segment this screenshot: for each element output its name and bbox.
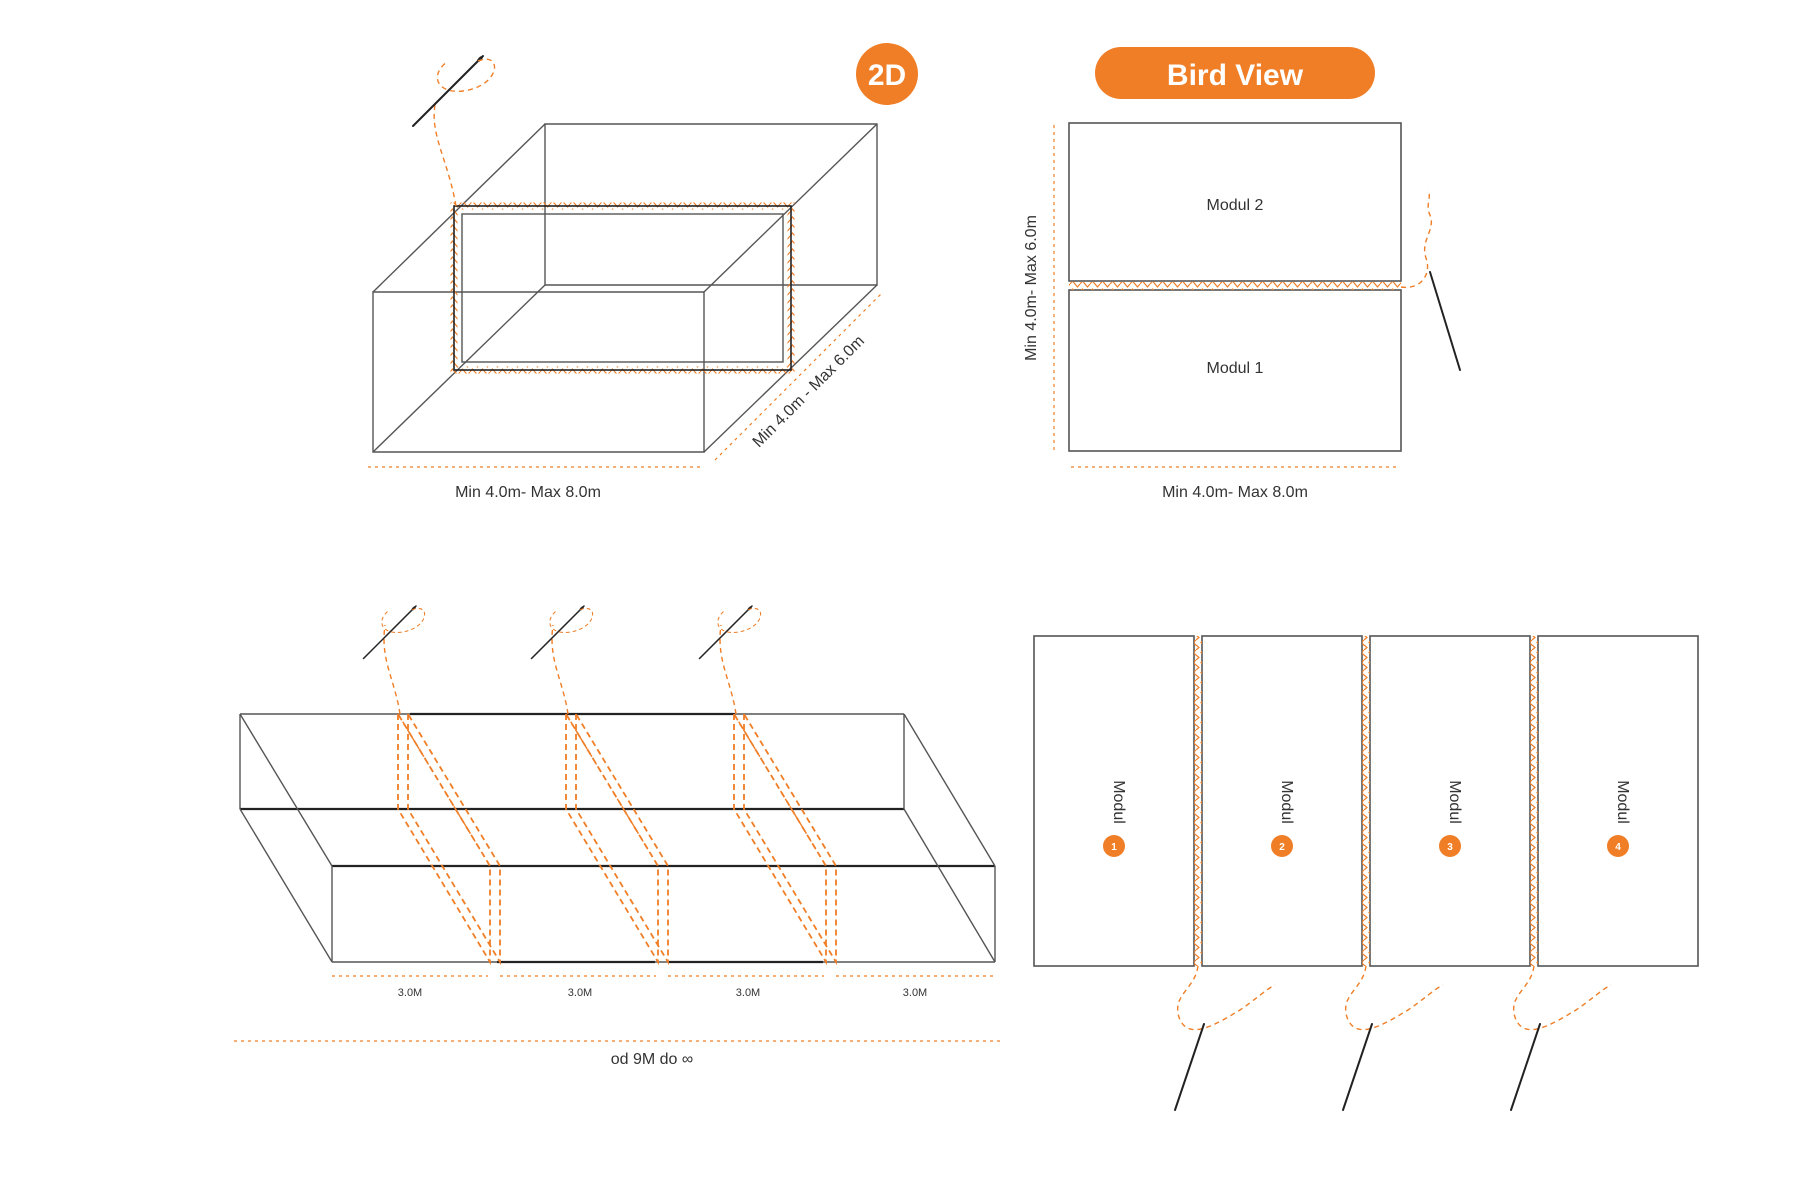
top-module-2-number: 2 <box>1279 842 1285 853</box>
bottom-thread-3 <box>1510 965 1612 1111</box>
panel-top-modules: Modul 1 Modul 2 Modul 3 Modul 4 <box>1033 635 1699 1111</box>
top-module-1-number-badge <box>1103 835 1125 857</box>
bird-module-bottom-label: Modul 1 <box>1207 360 1264 377</box>
badge-bird-view-text: Bird View <box>1167 59 1304 92</box>
top-module-3-number: 3 <box>1447 842 1453 853</box>
top-module-1 <box>1033 635 1195 967</box>
panel-3d-long: 3.0M 3.0M 3.0M 3.0M od 9M do ∞ <box>234 605 1002 1068</box>
top-module-4-number: 4 <box>1615 842 1621 853</box>
seam-rectangle <box>450 202 795 374</box>
top-module-1-number: 1 <box>1111 842 1117 853</box>
needle-thread-icon <box>698 605 762 660</box>
top-seam-1 <box>1194 636 1202 966</box>
bottom-thread-1 <box>1174 965 1276 1111</box>
badge-2d <box>856 43 918 105</box>
needle-thread-icon <box>412 55 496 127</box>
long-seam-2 <box>565 710 669 966</box>
box-width-label: Min 4.0m- Max 8.0m <box>455 484 601 501</box>
top-module-3-number-badge <box>1439 835 1461 857</box>
long-seam-3 <box>733 710 837 966</box>
panel-3d-box: Min 4.0m- Max 8.0m Min 4.0m - Max 6.0m 2… <box>368 43 918 501</box>
segment-label-2: 3.0M <box>568 987 592 999</box>
top-module-1-label: Modul <box>1110 780 1127 824</box>
bottom-thread-2 <box>1342 965 1444 1111</box>
segment-label-3: 3.0M <box>736 987 760 999</box>
needle-thread-icon <box>362 605 426 660</box>
bird-module-bottom <box>1068 289 1402 452</box>
long-thread-2 <box>551 624 569 715</box>
bird-thread-line <box>1400 189 1433 289</box>
top-module-2-number-badge <box>1271 835 1293 857</box>
panel-bird-view: Bird View Modul 2 Modul 1 Min 4.0m- Max … <box>1023 47 1461 501</box>
badge-bird-view <box>1095 47 1375 99</box>
segment-label-4: 3.0M <box>903 987 927 999</box>
bird-height-label: Min 4.0m- Max 6.0m <box>1023 215 1040 361</box>
top-seam-2 <box>1362 636 1370 966</box>
long-thread-3 <box>719 624 737 715</box>
needle-thread-icon <box>530 605 594 660</box>
badge-2d-text: 2D <box>868 59 906 92</box>
top-module-4-number-badge <box>1607 835 1629 857</box>
bird-seam <box>1069 282 1401 290</box>
segment-label-1: 3.0M <box>398 987 422 999</box>
long-seam-1 <box>397 710 501 966</box>
long-thread-1 <box>383 624 401 715</box>
bird-width-label: Min 4.0m- Max 8.0m <box>1162 484 1308 501</box>
depth-dimension-line <box>714 292 883 461</box>
total-length-label: od 9M do ∞ <box>611 1051 694 1068</box>
top-module-2-label: Modul <box>1278 780 1295 824</box>
bird-module-top <box>1068 122 1402 282</box>
needle-thread-icon <box>1429 271 1461 371</box>
top-module-4 <box>1537 635 1699 967</box>
top-module-3-label: Modul <box>1446 780 1463 824</box>
thread-line <box>433 104 457 207</box>
top-module-2 <box>1201 635 1363 967</box>
top-module-4-label: Modul <box>1614 780 1631 824</box>
bird-module-top-label: Modul 2 <box>1207 197 1264 214</box>
top-module-3 <box>1369 635 1531 967</box>
top-seam-3 <box>1530 636 1538 966</box>
